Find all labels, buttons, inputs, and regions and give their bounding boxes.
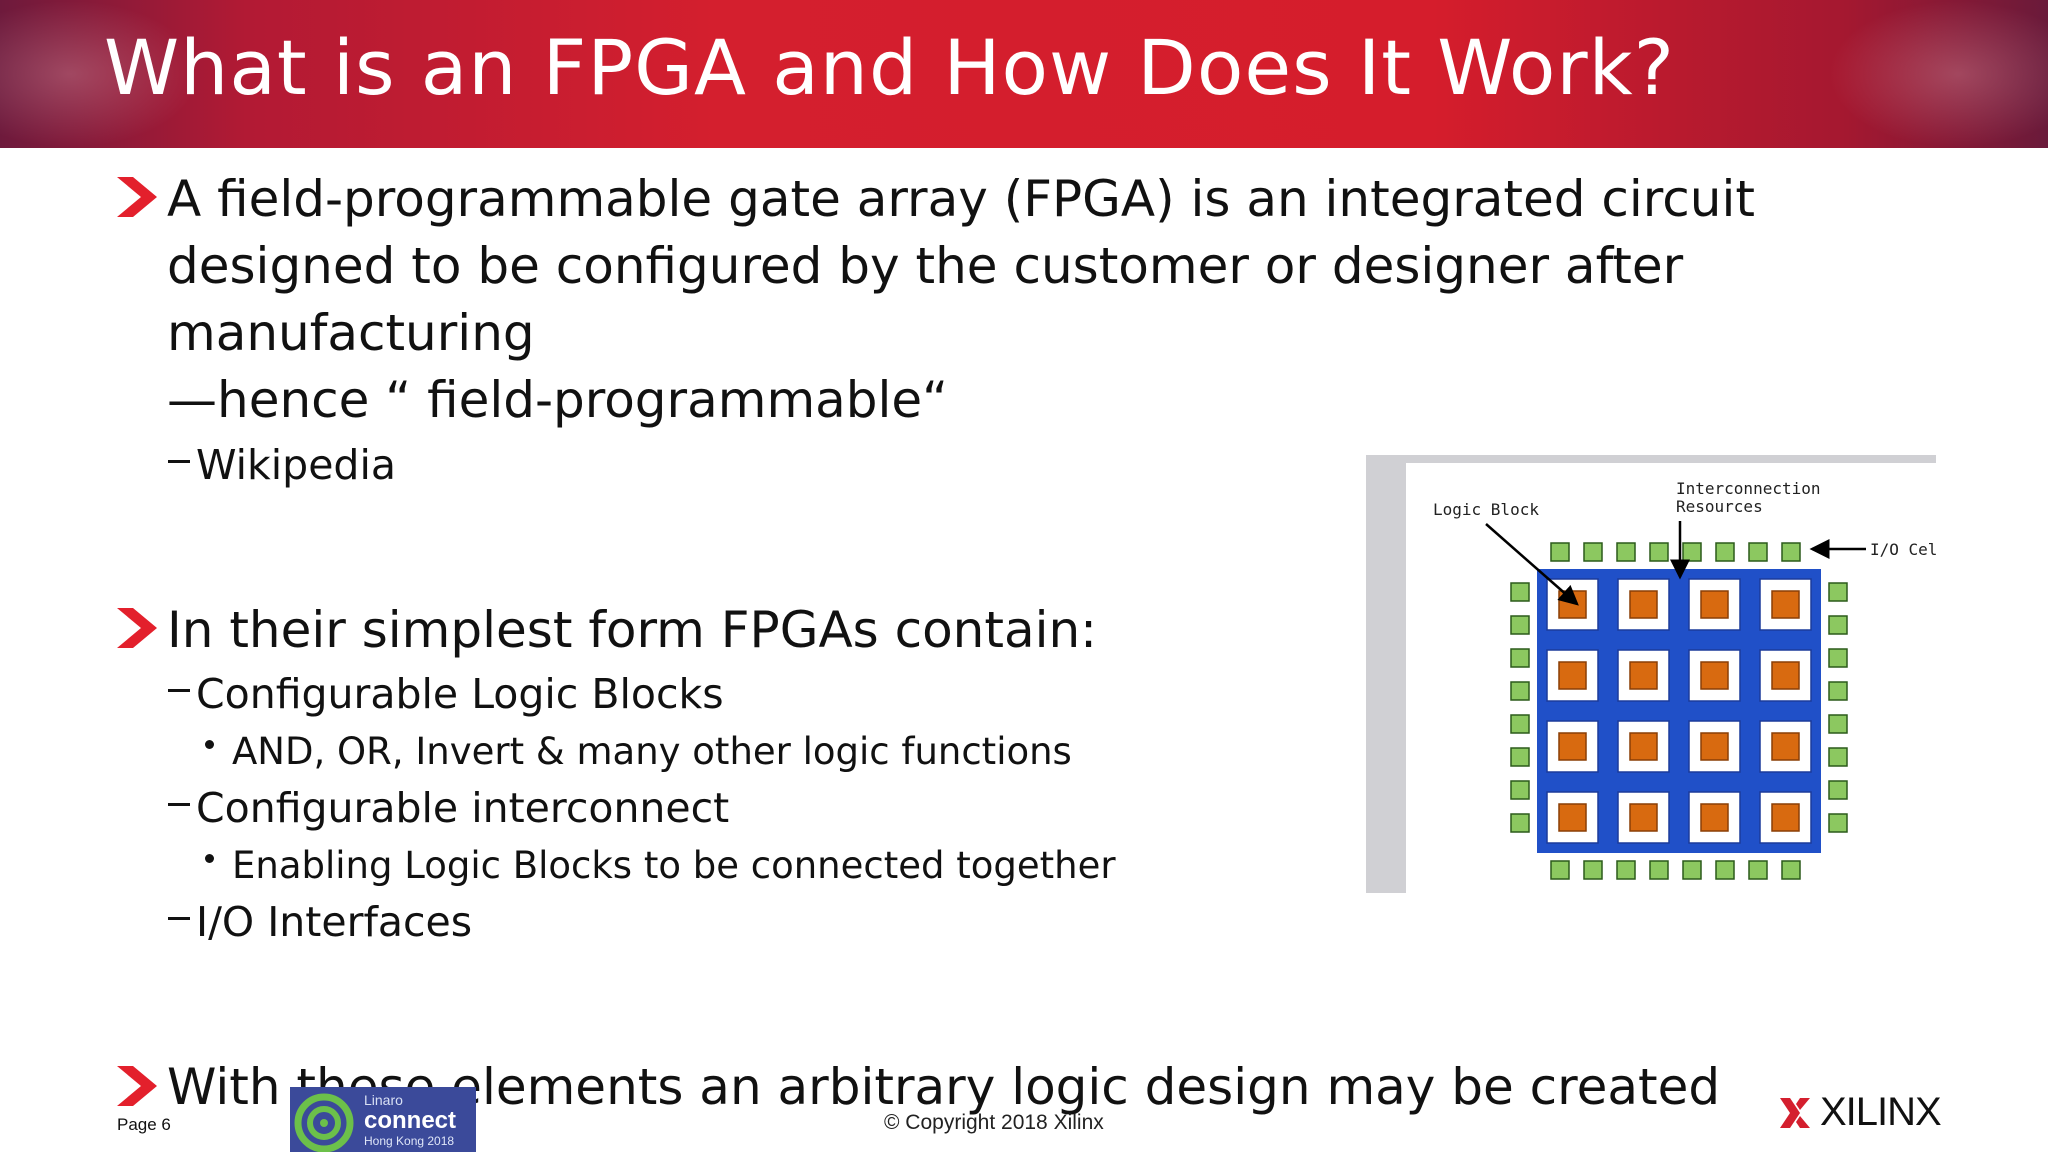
io-cell — [1550, 860, 1570, 880]
logic-block — [1558, 732, 1587, 761]
io-cell — [1828, 681, 1848, 701]
bullet-2-sub-2: Configurable interconnect — [196, 784, 730, 832]
bullet-2-sub-2-detail: Enabling Logic Blocks to be connected to… — [232, 844, 1116, 887]
logic-block — [1629, 661, 1658, 690]
xilinx-wordmark: XILINX — [1820, 1090, 1942, 1134]
io-cell — [1828, 813, 1848, 833]
io-cell — [1510, 648, 1530, 668]
bullet-1-line-4: —hence “ field-programmable“ — [167, 371, 949, 429]
banner-decoration-left — [0, 0, 200, 148]
io-cell — [1828, 615, 1848, 635]
io-cell — [1616, 860, 1636, 880]
sub-bullet-dash — [168, 460, 190, 463]
io-cell — [1828, 648, 1848, 668]
label-interconnect-2: Resources — [1676, 497, 1763, 516]
label-io-cell: I/O Cell — [1870, 540, 1936, 559]
io-cell — [1649, 860, 1669, 880]
bullet-1-line-1: A field-programmable gate array (FPGA) i… — [167, 170, 1755, 228]
logic-block — [1771, 732, 1800, 761]
io-cell — [1682, 860, 1702, 880]
logic-block — [1700, 590, 1729, 619]
routing-channel-cell — [1546, 791, 1599, 844]
io-cell — [1715, 860, 1735, 880]
io-cell — [1510, 582, 1530, 602]
io-cell — [1781, 860, 1801, 880]
io-cell — [1748, 860, 1768, 880]
bullet-1-line-3: manufacturing — [167, 304, 535, 362]
io-cell — [1550, 542, 1570, 562]
logic-block — [1629, 590, 1658, 619]
io-cell — [1616, 542, 1636, 562]
io-cell — [1828, 714, 1848, 734]
linaro-spiral-icon — [294, 1093, 354, 1152]
sub-sub-bullet-dot — [205, 854, 214, 863]
bullet-2-sub-3: I/O Interfaces — [196, 898, 473, 946]
bullet-chevron-icon — [117, 1066, 157, 1106]
logic-block — [1558, 661, 1587, 690]
xilinx-logo-icon — [1780, 1098, 1810, 1128]
interconnect-line — [1746, 569, 1754, 853]
bullet-chevron-icon — [117, 177, 157, 217]
logic-block — [1771, 590, 1800, 619]
sub-bullet-dash — [168, 689, 190, 692]
io-cell — [1510, 714, 1530, 734]
logic-block — [1700, 732, 1729, 761]
bullet-2: In their simplest form FPGAs contain: — [167, 601, 1098, 659]
interconnect-line — [1537, 707, 1821, 715]
banner-decoration-right — [1828, 0, 2048, 148]
io-cell — [1748, 542, 1768, 562]
io-cell — [1510, 681, 1530, 701]
io-cell — [1510, 747, 1530, 767]
sub-sub-bullet-dot — [205, 740, 214, 749]
interconnect-line — [1537, 778, 1821, 786]
io-cell — [1510, 780, 1530, 800]
io-cell — [1682, 542, 1702, 562]
io-cell — [1828, 780, 1848, 800]
bullet-2-sub-1-detail: AND, OR, Invert & many other logic funct… — [232, 730, 1072, 773]
fpga-diagram-svg: Logic Block Interconnection Resources I/… — [1366, 455, 1947, 893]
bullet-2-sub-1: Configurable Logic Blocks — [196, 670, 724, 718]
linaro-connect-logo: Linaro connect Hong Kong 2018 — [290, 1087, 476, 1152]
bullet-1-line-2: designed to be configured by the custome… — [167, 237, 1684, 295]
logic-block — [1558, 590, 1587, 619]
io-cell — [1828, 747, 1848, 767]
io-cell — [1583, 860, 1603, 880]
sub-bullet-dash — [168, 803, 190, 806]
slide-title: What is an FPGA and How Does It Work? — [104, 23, 1675, 112]
sub-bullet-dash — [168, 917, 190, 920]
logic-block — [1700, 803, 1729, 832]
figure-frame-left — [1366, 455, 1406, 893]
io-cell — [1828, 582, 1848, 602]
label-interconnect-1: Interconnection — [1676, 479, 1821, 498]
copyright-text: © Copyright 2018 Xilinx — [884, 1111, 1104, 1134]
event-location: Hong Kong 2018 — [364, 1134, 455, 1148]
bullet-chevron-icon — [117, 608, 157, 648]
io-cell — [1510, 615, 1530, 635]
logic-block — [1771, 661, 1800, 690]
title-banner: What is an FPGA and How Does It Work? — [0, 0, 2048, 148]
routing-channel-cell — [1546, 649, 1599, 702]
logic-block — [1771, 803, 1800, 832]
label-logic-block: Logic Block — [1433, 500, 1539, 519]
figure-frame-top — [1366, 455, 1936, 463]
connect-wordmark: connect — [364, 1107, 457, 1134]
logic-block — [1700, 661, 1729, 690]
io-cell — [1649, 542, 1669, 562]
routing-channel-cell — [1688, 578, 1741, 631]
bullet-1-source: Wikipedia — [196, 441, 396, 489]
logic-block — [1558, 803, 1587, 832]
io-cell — [1510, 813, 1530, 833]
io-cell — [1715, 542, 1735, 562]
linaro-wordmark: Linaro — [364, 1092, 403, 1108]
logic-block — [1629, 803, 1658, 832]
arrow-logic-block — [1485, 523, 1579, 606]
io-cell — [1781, 542, 1801, 562]
io-cell — [1583, 542, 1603, 562]
fpga-architecture-diagram: Logic Block Interconnection Resources I/… — [1366, 455, 1947, 893]
logic-block — [1629, 732, 1658, 761]
page-number: Page 6 — [117, 1115, 171, 1134]
